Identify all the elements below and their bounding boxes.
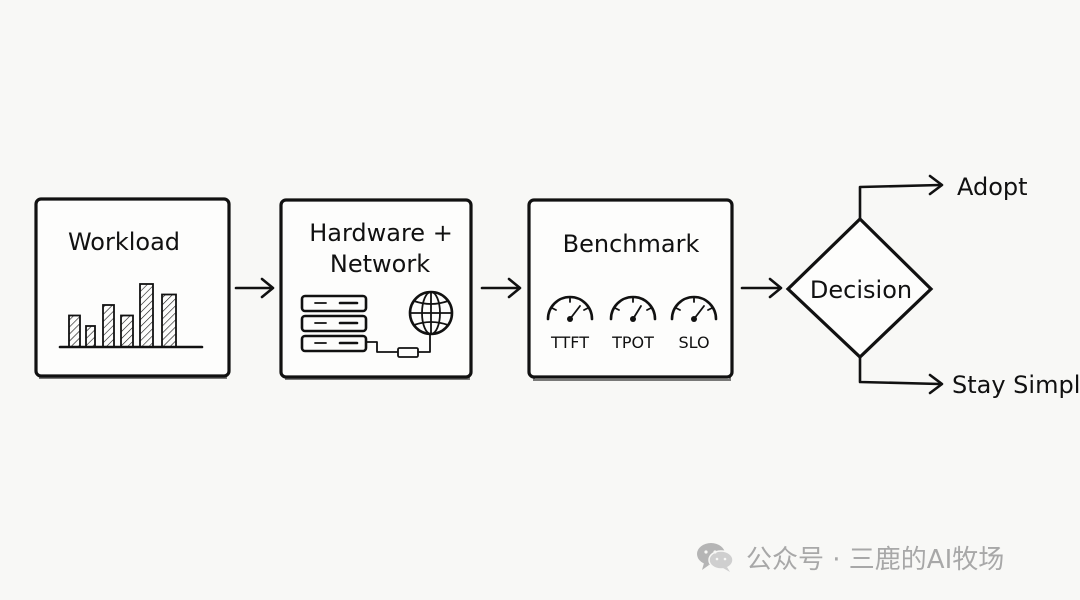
workload-node: Workload	[34, 197, 231, 379]
arrow-decision-to-adopt	[858, 174, 944, 221]
metric-label-ttft: TTFT	[550, 333, 589, 352]
globe-icon	[408, 290, 454, 336]
workload-bar	[139, 283, 154, 348]
workload-bar	[161, 293, 177, 348]
ttft-gauge-icon	[546, 295, 594, 322]
watermark: 公众号 · 三鹿的AI牧场	[696, 536, 1056, 578]
arrow-workload-to-hardware	[234, 277, 275, 299]
benchmark-node: Benchmark TTFT TPOT SLO	[527, 198, 734, 381]
slo-gauge-icon	[670, 295, 718, 322]
workload-bar	[102, 304, 115, 348]
decision-title: Decision	[810, 276, 912, 304]
outcome-adopt: Adopt	[957, 173, 1028, 201]
tpot-gauge-icon	[609, 295, 657, 322]
metric-label-tpot: TPOT	[611, 333, 654, 352]
decision-node: Decision	[785, 216, 934, 360]
metric-label-slo: SLO	[678, 333, 709, 352]
network-cable-icon	[365, 333, 431, 358]
watermark-text: 公众号 · 三鹿的AI牧场	[746, 544, 1005, 575]
workload-bar	[85, 325, 96, 348]
workload-title: Workload	[68, 228, 180, 256]
hardware-network-node: Hardware + Network	[279, 198, 473, 380]
wechat-icon	[697, 543, 734, 572]
server-rack-icon	[300, 294, 368, 353]
hardware-title-line-1: Hardware +	[309, 219, 453, 247]
arrow-decision-to-stay-simple	[858, 355, 944, 395]
workload-bar	[68, 314, 81, 348]
hardware-title-line-2: Network	[330, 250, 430, 278]
benchmark-title: Benchmark	[563, 230, 700, 258]
arrow-benchmark-to-decision	[740, 277, 783, 299]
arrow-hardware-to-benchmark	[480, 277, 522, 299]
outcome-stay-simple: Stay Simple	[952, 371, 1080, 399]
workload-bar	[120, 314, 134, 348]
